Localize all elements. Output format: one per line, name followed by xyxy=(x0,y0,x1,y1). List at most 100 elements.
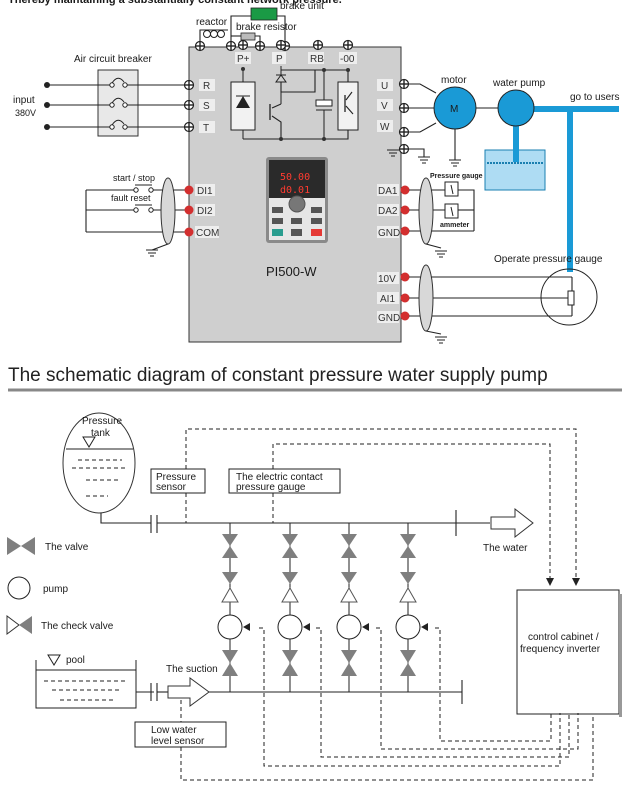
pump-icon xyxy=(217,614,243,640)
terminal-da1: DA1 xyxy=(378,186,398,197)
pump-branches xyxy=(217,523,428,692)
keypad-key-stop[interactable] xyxy=(311,229,322,236)
pump-1-signal xyxy=(259,627,561,767)
the-suction-label: The suction xyxy=(166,664,218,675)
cabinet-label-2: frequency inverter xyxy=(520,644,601,655)
signal-arrow-icon xyxy=(362,623,369,631)
air-circuit-breaker-icon xyxy=(97,69,139,137)
input-label: input xyxy=(13,95,35,106)
pump-icon xyxy=(336,614,362,640)
legend: The valve pump The check valve xyxy=(6,537,114,635)
valve-icon xyxy=(341,650,357,676)
pump-2-signal xyxy=(316,627,570,758)
top-caption: Thereby maintaining a substantially cons… xyxy=(8,0,342,6)
terminal-di2-dot xyxy=(184,205,194,215)
terminal-di2: DI2 xyxy=(197,206,213,217)
pump-4-signal xyxy=(435,627,552,742)
pressure-tank-icon xyxy=(62,412,136,514)
schematic-title: The schematic diagram of constant pressu… xyxy=(8,365,548,386)
contact-gauge-signal xyxy=(272,443,551,580)
di-switches xyxy=(85,177,189,257)
air-circuit-breaker-label: Air circuit breaker xyxy=(74,54,152,65)
pump-icon xyxy=(277,614,303,640)
terminal-t: T xyxy=(203,123,209,134)
valve-icon xyxy=(282,650,298,676)
keypad-knob[interactable] xyxy=(288,195,306,213)
low-water-sensor-box xyxy=(134,721,227,748)
low-water-label-1: Low water xyxy=(151,725,197,736)
start-stop-label: start / stop xyxy=(113,173,155,183)
legend-check-valve-label: The check valve xyxy=(41,621,114,632)
contact-gauge-label-2: pressure gauge xyxy=(236,482,306,493)
water-outlet-arrow xyxy=(490,507,534,539)
terminal-com: COM xyxy=(196,228,219,239)
keypad-key-prg[interactable] xyxy=(272,207,283,213)
pressure-tank-label-1: Pressure xyxy=(82,416,122,427)
keypad-key-run[interactable] xyxy=(272,229,283,236)
internal-circuit xyxy=(230,66,359,141)
pool-label: pool xyxy=(66,655,85,666)
keypad-key-shift[interactable] xyxy=(272,218,283,224)
check-valve-icon xyxy=(281,572,299,603)
reactor-label: reactor xyxy=(196,17,228,28)
motor-label: motor xyxy=(441,75,467,86)
top-terminal-labels: P+ P RB -00 xyxy=(235,52,357,65)
terminal-w: W xyxy=(380,122,390,133)
da-wiring xyxy=(409,177,475,258)
terminal-gnd-2: GND xyxy=(378,313,400,324)
keypad-key-down[interactable] xyxy=(291,229,302,236)
terminal-rb-screw xyxy=(254,40,266,52)
pressure-sensor-label-2: sensor xyxy=(156,482,187,493)
brake-unit-icon xyxy=(250,7,278,21)
suction-arrow xyxy=(167,677,210,707)
valve-icon xyxy=(282,534,298,558)
brake-unit-label: brake unit xyxy=(280,1,324,12)
terminal-com-dot xyxy=(184,227,194,237)
terminal-s: S xyxy=(203,101,210,112)
legend-pump-label: pump xyxy=(43,584,68,595)
cabinet-label-1: control cabinet / xyxy=(528,632,599,643)
breaker-switches xyxy=(44,77,189,130)
keypad-display-line1: 50.00 xyxy=(280,172,310,183)
valve-icon xyxy=(400,650,416,676)
model-label: PI500-W xyxy=(266,264,317,279)
terminal-p-plus-screw xyxy=(194,40,206,52)
check-valve-icon xyxy=(6,615,32,635)
keypad[interactable]: 50.00 d0.01 xyxy=(266,157,328,243)
operate-pressure-gauge-icon xyxy=(540,268,598,326)
low-water-label-2: level sensor xyxy=(151,736,205,747)
check-valve-icon xyxy=(399,572,417,603)
terminal-v: V xyxy=(381,101,388,112)
keypad-key-qf[interactable] xyxy=(311,218,322,224)
terminal-p-plus: P+ xyxy=(237,54,250,65)
brake-resistor-label: brake resistor xyxy=(236,22,297,33)
pool-icon xyxy=(35,669,137,709)
valve-icon xyxy=(222,650,238,676)
valve-icon xyxy=(222,534,238,558)
reactor-icon xyxy=(203,30,225,38)
valve-icon xyxy=(7,537,35,555)
brake-resistor-icon xyxy=(240,32,256,41)
terminal-gnd-1: GND xyxy=(378,228,400,239)
control-cabinet-box xyxy=(516,589,620,715)
signal-arrow-icon xyxy=(421,623,428,631)
water-pump-icon xyxy=(497,89,535,127)
pressure-tank-label-2: tank xyxy=(91,428,111,439)
check-valve-icon xyxy=(340,572,358,603)
check-valve-icon xyxy=(221,572,239,603)
terminal-rb: RB xyxy=(310,54,324,65)
terminal-ai1: AI1 xyxy=(380,294,395,305)
the-water-label: The water xyxy=(483,543,528,554)
terminal-10v: 10V xyxy=(378,274,396,285)
contact-gauge-box xyxy=(228,468,341,494)
pressure-sensor-label-1: Pressure xyxy=(156,472,196,483)
keypad-key-enter[interactable] xyxy=(311,207,322,213)
terminal-u: U xyxy=(381,81,388,92)
keypad-key-up[interactable] xyxy=(291,218,302,224)
pump-icon xyxy=(7,576,31,600)
fault-reset-label: fault reset xyxy=(111,193,151,203)
water-pump-label: water pump xyxy=(492,78,546,89)
pump-icon xyxy=(395,614,421,640)
terminal-p: P xyxy=(276,54,283,65)
